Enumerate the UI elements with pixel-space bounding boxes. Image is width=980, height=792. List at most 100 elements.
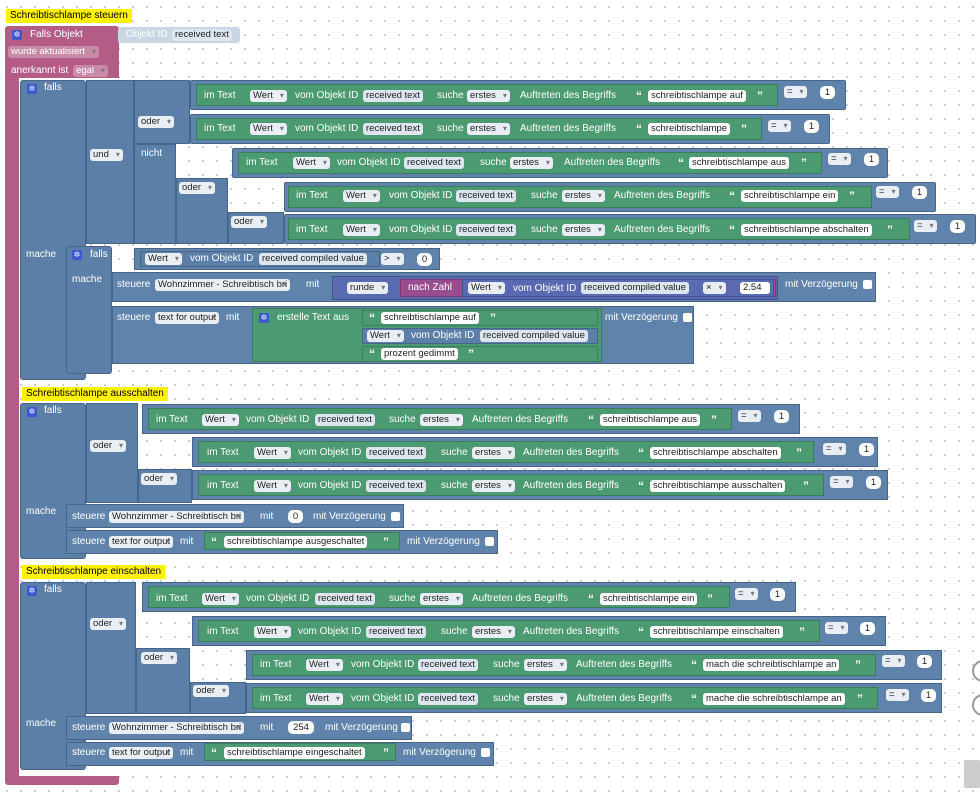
erstes-dropdown[interactable]: erstes bbox=[524, 659, 567, 671]
erstes-dropdown[interactable]: erstes bbox=[562, 224, 605, 236]
erstes-dropdown[interactable]: erstes bbox=[562, 190, 605, 202]
erstes-dropdown[interactable]: erstes bbox=[472, 480, 515, 492]
oder-dropdown[interactable]: oder bbox=[90, 618, 127, 630]
erstes-dropdown[interactable]: erstes bbox=[510, 157, 553, 169]
erstes-dropdown[interactable]: erstes bbox=[420, 414, 463, 426]
greater-than-dropdown[interactable]: > bbox=[381, 253, 404, 265]
number-field[interactable]: 254 bbox=[288, 721, 314, 734]
wert-dropdown[interactable]: Wert bbox=[367, 330, 404, 342]
wert-dropdown[interactable]: Wert bbox=[250, 90, 287, 102]
number-field[interactable]: 1 bbox=[921, 689, 936, 702]
multiply-dropdown[interactable]: × bbox=[703, 282, 726, 294]
received-text-field[interactable]: received text bbox=[366, 626, 426, 638]
string-field[interactable]: schreibtischlampe aus bbox=[689, 157, 789, 169]
received-text-field[interactable]: received text bbox=[366, 447, 426, 459]
oder-dropdown[interactable]: oder bbox=[90, 440, 127, 452]
object-dropdown[interactable]: text for output bbox=[109, 747, 174, 759]
string-field[interactable]: schreibtischlampe ein bbox=[741, 190, 839, 202]
string-field[interactable]: schreibtischlampe ausgeschaltet bbox=[224, 536, 368, 548]
received-value-field[interactable]: received compiled value bbox=[581, 282, 689, 294]
gear-icon[interactable]: ✲ bbox=[27, 586, 37, 596]
string-field[interactable]: schreibtischlampe ein bbox=[600, 593, 698, 605]
received-value-field[interactable]: received compiled value bbox=[259, 253, 367, 265]
gear-icon[interactable]: ✲ bbox=[72, 250, 82, 260]
string-field[interactable]: schreibtischlampe einschalten bbox=[650, 626, 783, 638]
string-field[interactable]: schreibtischlampe bbox=[648, 123, 731, 135]
object-dropdown[interactable]: Wohnzimmer - Schreibtisch bri bbox=[109, 511, 245, 523]
number-field[interactable]: 1 bbox=[950, 220, 965, 233]
erstes-dropdown[interactable]: erstes bbox=[467, 90, 510, 102]
gear-icon[interactable]: ✲ bbox=[27, 84, 37, 94]
if-block-2[interactable] bbox=[20, 403, 86, 559]
number-field[interactable]: 1 bbox=[774, 410, 789, 423]
equals-dropdown[interactable]: = bbox=[886, 689, 909, 701]
string-field[interactable]: schreibtischlampe aus bbox=[600, 414, 700, 426]
comment-aus[interactable]: Schreibtischlampe ausschalten bbox=[22, 387, 168, 401]
erstes-dropdown[interactable]: erstes bbox=[472, 626, 515, 638]
wert-dropdown[interactable]: Wert bbox=[254, 447, 291, 459]
wert-dropdown[interactable]: Wert bbox=[202, 593, 239, 605]
number-field[interactable]: 1 bbox=[866, 476, 881, 489]
wert-dropdown[interactable]: Wert bbox=[306, 659, 343, 671]
equals-dropdown[interactable]: = bbox=[914, 220, 937, 232]
round-dropdown[interactable]: runde bbox=[347, 282, 389, 294]
number-field[interactable]: 1 bbox=[770, 588, 785, 601]
egal-dropdown[interactable]: egal bbox=[73, 65, 108, 77]
zoom-out-icon[interactable] bbox=[972, 694, 980, 716]
received-text-field[interactable]: received text bbox=[315, 414, 375, 426]
received-text-field[interactable]: received text bbox=[418, 659, 478, 671]
string-field[interactable]: prozent gedimmt bbox=[381, 348, 458, 360]
und-dropdown[interactable]: und bbox=[90, 149, 123, 161]
oder-dropdown[interactable]: oder bbox=[193, 685, 230, 697]
wert-dropdown[interactable]: Wert bbox=[343, 224, 380, 236]
equals-dropdown[interactable]: = bbox=[876, 186, 899, 198]
string-field[interactable]: schreibtischlampe abschalten bbox=[650, 447, 781, 459]
factor-field[interactable]: 2.54 bbox=[740, 282, 770, 294]
oder-block[interactable] bbox=[134, 80, 190, 144]
equals-dropdown[interactable]: = bbox=[828, 153, 851, 165]
erstes-dropdown[interactable]: erstes bbox=[472, 447, 515, 459]
wurde-aktualisiert-dropdown[interactable]: wurde aktualisiert bbox=[8, 46, 99, 58]
number-field[interactable]: 1 bbox=[804, 120, 819, 133]
oder-dropdown[interactable]: oder bbox=[141, 652, 178, 664]
object-dropdown[interactable]: Wohnzimmer - Schreibtisch bri bbox=[109, 722, 245, 734]
number-field[interactable]: 0 bbox=[288, 510, 303, 523]
received-value-field[interactable]: received compiled value bbox=[480, 330, 588, 342]
comment-ein[interactable]: Schreibtischlampe einschalten bbox=[22, 565, 166, 579]
received-text-field[interactable]: received text bbox=[456, 224, 516, 236]
delay-checkbox[interactable] bbox=[683, 313, 692, 322]
string-field[interactable]: mach die schreibtischlampe an bbox=[703, 659, 840, 671]
comment-main[interactable]: Schreibtischlampe steuern bbox=[6, 9, 132, 23]
wert-dropdown[interactable]: Wert bbox=[343, 190, 380, 202]
object-dropdown[interactable]: text for output bbox=[155, 312, 220, 324]
received-text-field[interactable]: received text bbox=[366, 480, 426, 492]
number-field[interactable]: 1 bbox=[917, 655, 932, 668]
equals-dropdown[interactable]: = bbox=[768, 120, 791, 132]
wert-dropdown[interactable]: Wert bbox=[254, 480, 291, 492]
gear-icon[interactable]: ✲ bbox=[27, 407, 37, 417]
wert-dropdown[interactable]: Wert bbox=[254, 626, 291, 638]
received-text-field[interactable]: received text bbox=[172, 29, 232, 41]
equals-dropdown[interactable]: = bbox=[882, 655, 905, 667]
oder-dropdown[interactable]: oder bbox=[179, 182, 216, 194]
wert-dropdown[interactable]: Wert bbox=[145, 253, 182, 265]
received-text-field[interactable]: received text bbox=[418, 693, 478, 705]
delay-checkbox[interactable] bbox=[485, 537, 494, 546]
number-field[interactable]: 1 bbox=[820, 86, 835, 99]
string-field[interactable]: schreibtischlampe ausschalten bbox=[650, 480, 786, 492]
erstes-dropdown[interactable]: erstes bbox=[524, 693, 567, 705]
equals-dropdown[interactable]: = bbox=[825, 622, 848, 634]
inner-if-block[interactable] bbox=[66, 246, 112, 374]
oder-dropdown[interactable]: oder bbox=[138, 116, 175, 128]
received-text-field[interactable]: received text bbox=[456, 190, 516, 202]
delay-checkbox[interactable] bbox=[401, 723, 410, 732]
delay-checkbox[interactable] bbox=[863, 280, 872, 289]
number-field[interactable]: 1 bbox=[860, 622, 875, 635]
trash-icon[interactable] bbox=[964, 760, 980, 788]
received-text-field[interactable]: received text bbox=[363, 123, 423, 135]
number-field[interactable]: 0 bbox=[417, 253, 432, 266]
received-text-field[interactable]: received text bbox=[363, 90, 423, 102]
number-field[interactable]: 1 bbox=[912, 186, 927, 199]
erstes-dropdown[interactable]: erstes bbox=[420, 593, 463, 605]
equals-dropdown[interactable]: = bbox=[784, 86, 807, 98]
